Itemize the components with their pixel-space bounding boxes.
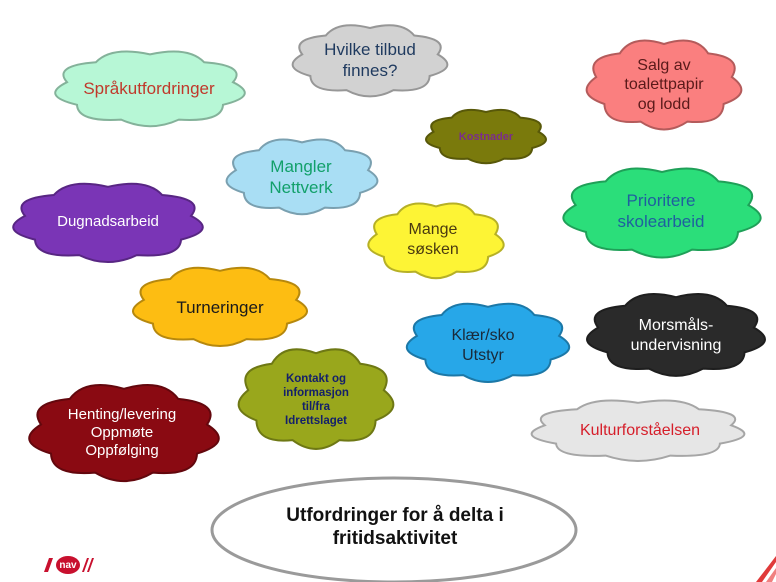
cloud-label-salg: Salg av toalettpapir og lodd bbox=[624, 56, 704, 113]
cloud-label-kostnader: Kostnader bbox=[458, 131, 514, 144]
cloud-label-klaer: Klær/sko Utstyr bbox=[451, 327, 515, 364]
cloud-label-prioritere: Prioritere skolearbeid bbox=[617, 191, 705, 231]
cloud-label-kultur: Kulturforståelsen bbox=[579, 422, 701, 440]
cloud-label-turneringer: Turneringer bbox=[176, 297, 264, 317]
cloud-label-morsmal: Morsmåls- undervisning bbox=[630, 317, 722, 354]
cloud-label-mange-sosken: Mange søsken bbox=[407, 221, 459, 258]
nav-logo-text: nav bbox=[59, 560, 77, 571]
cloud-label-sprakutfordringer: Språkutfordringer bbox=[83, 78, 215, 98]
cloud-label-mangler-nettverk: Mangler Nettverk bbox=[269, 157, 333, 197]
center-topic-label: Utfordringer for å delta i fritidsaktivi… bbox=[286, 504, 504, 549]
cloud-label-kontakt: Kontakt og informasjon til/fra Idrettsla… bbox=[283, 372, 349, 428]
cloud-label-hvilke-tilbud: Hvilke tilbud finnes? bbox=[324, 40, 416, 80]
cloud-label-dugnadsarbeid: Dugnadsarbeid bbox=[57, 212, 159, 230]
nav-logo: nav bbox=[44, 556, 94, 574]
cloud-label-henting: Henting/levering Oppmøte Oppfølging bbox=[67, 405, 177, 460]
corner-stripe-decoration bbox=[756, 556, 776, 582]
